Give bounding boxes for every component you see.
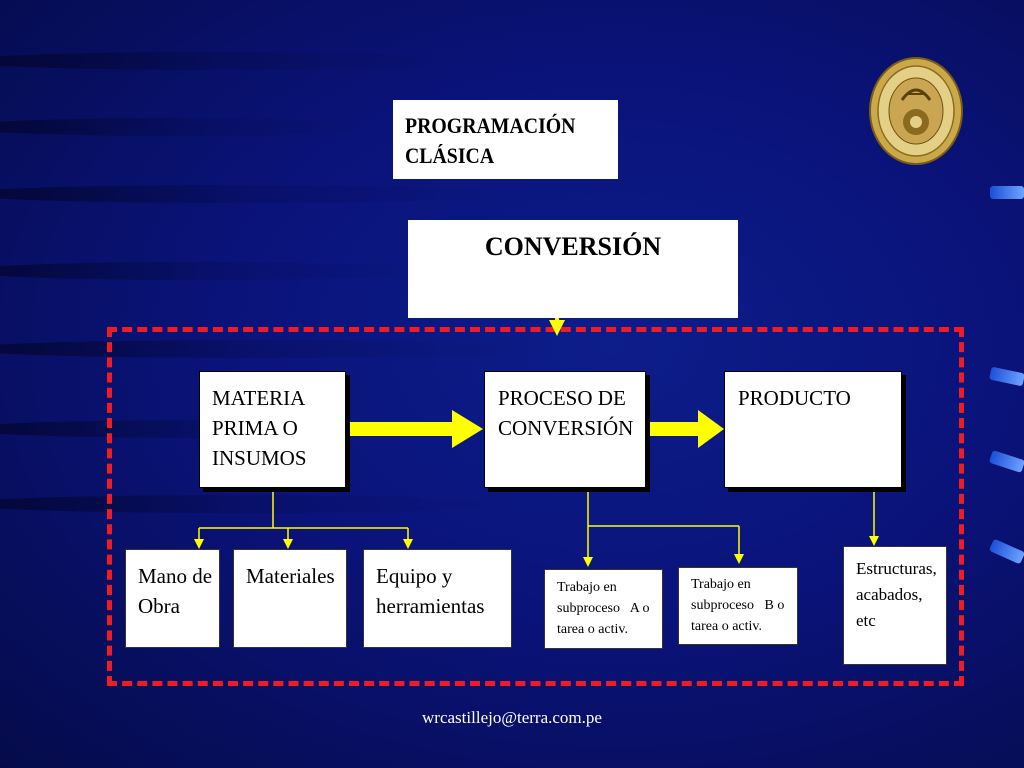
title-line-1: PROGRAMACIÓN — [405, 113, 576, 138]
dashed-process-frame — [107, 327, 964, 686]
mano-obra-line-2: Obra — [138, 594, 180, 618]
trabajo-b-line-2: subproceso B o — [691, 598, 785, 613]
title-line-2: CLÁSICA — [405, 143, 495, 168]
trabajo-a-line-2: subproceso A o — [557, 601, 650, 616]
estructuras-line-3: etc — [856, 611, 876, 630]
conversion-box: CONVERSIÓN — [408, 220, 738, 318]
materia-line-2: PRIMA O — [212, 416, 298, 440]
estructuras-line-1: Estructuras, — [856, 559, 937, 578]
trabajo-a-box: Trabajo en subproceso A o tarea o activ. — [544, 569, 663, 649]
materiales-box: Materiales — [233, 549, 347, 648]
proceso-conversion-box: PROCESO DE CONVERSIÓN — [484, 371, 646, 488]
materia-prima-box: MATERIA PRIMA O INSUMOS — [199, 371, 346, 488]
background-streak — [0, 340, 560, 358]
proceso-line-1: PROCESO DE — [498, 386, 626, 410]
proceso-line-2: CONVERSIÓN — [498, 416, 634, 440]
producto-label: PRODUCTO — [738, 386, 851, 410]
background-streak — [0, 262, 440, 280]
mano-obra-line-1: Mano de — [138, 564, 213, 588]
footer-email: wrcastillejo@terra.com.pe — [422, 708, 602, 727]
title-box: PROGRAMACIÓN CLÁSICA — [393, 100, 618, 179]
equipo-line-2: herramientas — [376, 594, 485, 618]
materiales-label: Materiales — [246, 564, 335, 588]
equipo-box: Equipo y herramientas — [363, 549, 512, 648]
estructuras-line-2: acabados, — [856, 585, 923, 604]
conversion-label: CONVERSIÓN — [484, 232, 662, 261]
equipo-line-1: Equipo y — [376, 564, 453, 588]
decorative-tick — [990, 186, 1024, 199]
background-streak — [0, 185, 520, 203]
trabajo-a-line-3: tarea o activ. — [557, 622, 628, 637]
materia-line-1: MATERIA — [212, 386, 306, 410]
estructuras-box: Estructuras, acabados, etc — [843, 546, 947, 665]
background-streak — [0, 495, 520, 513]
background-streak — [0, 52, 480, 70]
trabajo-b-line-3: tarea o activ. — [691, 619, 762, 634]
university-seal-logo — [869, 57, 963, 165]
mano-de-obra-box: Mano de Obra — [125, 549, 220, 648]
background-streak — [0, 118, 390, 136]
producto-box: PRODUCTO — [724, 371, 902, 488]
trabajo-a-line-1: Trabajo en — [557, 580, 617, 595]
trabajo-b-box: Trabajo en subproceso B o tarea o activ. — [678, 567, 798, 645]
trabajo-b-line-1: Trabajo en — [691, 577, 751, 592]
materia-line-3: INSUMOS — [212, 446, 307, 470]
